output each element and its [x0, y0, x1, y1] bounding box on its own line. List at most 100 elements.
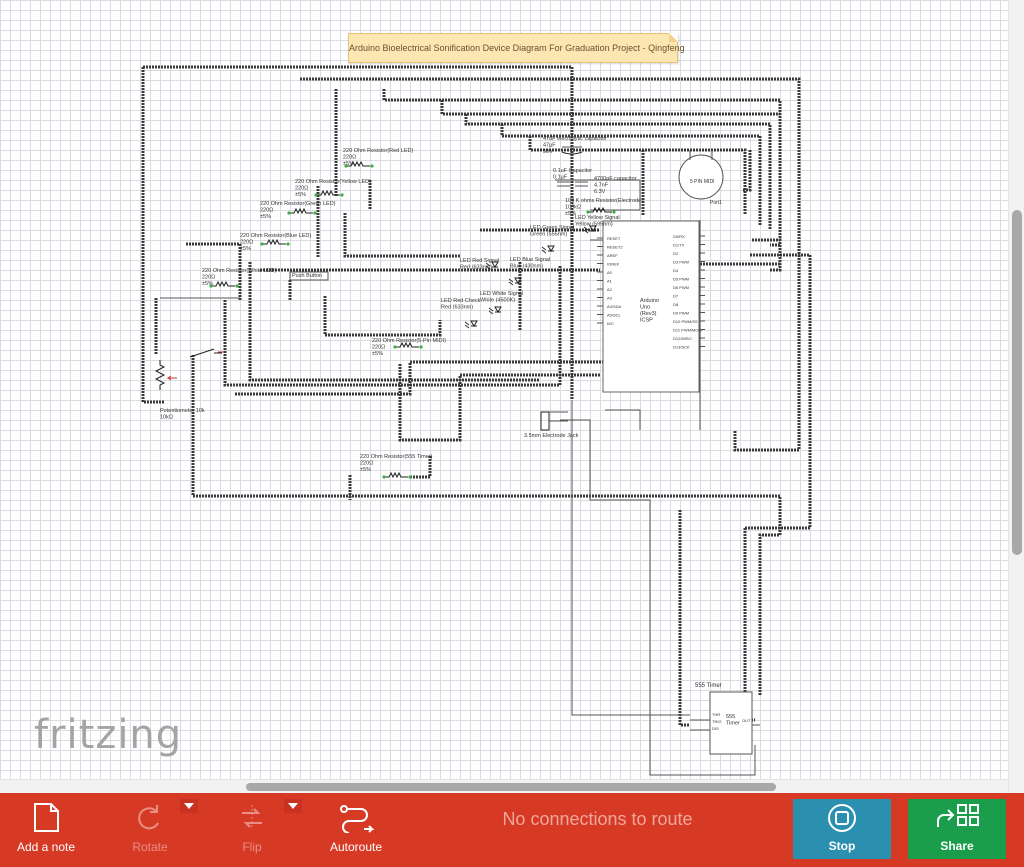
push-button-label: Push Button [292, 273, 322, 279]
led-arrows [464, 321, 470, 329]
note-icon [34, 803, 59, 832]
wire-white-res [223, 265, 562, 387]
led-arrows [541, 246, 547, 254]
arduino-left-pin: A0 [607, 270, 613, 275]
pin-dot [370, 164, 374, 168]
add-note-button[interactable]: Add a note [8, 793, 84, 867]
resistor-white-label: 220 Ohm Resistor(White LED) [202, 268, 276, 274]
note-fold [669, 33, 678, 42]
wire-green-res [343, 213, 460, 258]
pin-dot [286, 242, 290, 246]
arduino-label: Uno [640, 305, 650, 311]
wire-555-output [743, 528, 755, 722]
stop-button[interactable]: Stop [793, 799, 891, 859]
resistor-midi-label: 220 Ohm Resistor(5-Pin MIDI) [372, 338, 446, 344]
cap-01-label: 0.1µF [553, 175, 568, 181]
resistor-100k-label: 100kΩ [565, 205, 581, 211]
note-text: Arduino Bioelectrical Sonification Devic… [349, 43, 685, 53]
vertical-scrollbar[interactable] [1008, 0, 1024, 793]
resistor-green-label: 220 Ohm Resistor(Green LED) [260, 201, 336, 207]
rotate-button[interactable]: Rotate [112, 793, 188, 867]
share-label: Share [940, 839, 974, 853]
project-note[interactable]: Arduino Bioelectrical Sonification Devic… [348, 33, 685, 63]
fritzing-logo: fritzing [34, 712, 183, 758]
rotate-icon [138, 805, 159, 830]
resistor-yellow-label: 220 Ohm Resistor(Yellow LED) [295, 179, 371, 185]
cap-4700-label: 4.7nF [594, 183, 609, 189]
pin-dot [287, 211, 291, 215]
arduino-left-pin: RESET2 [607, 245, 623, 250]
timer-555-chip [709, 691, 753, 755]
arduino-right-pin: D9 PWM [673, 311, 689, 316]
resistor-blue-label: 220 Ohm Resistor(Blue LED) [240, 233, 311, 239]
resistor-yellow-label: ±5% [295, 192, 306, 198]
pot-wiper-arrow [166, 375, 177, 381]
stop-label: Stop [828, 839, 856, 853]
timer-pin-label: OUT [742, 718, 751, 723]
pin-dot [235, 284, 239, 288]
share-icon [937, 804, 979, 827]
resistor-red-label: ±5% [343, 161, 354, 167]
arduino-label: ICSP [640, 318, 653, 324]
resistor-blue-led [262, 238, 286, 246]
led-arrows [485, 262, 491, 270]
cap-elec-label: 50V [543, 149, 553, 155]
resistor-red-led [346, 160, 370, 168]
wire-pushbutton [323, 296, 442, 337]
routing-status: No connections to route [502, 809, 693, 829]
horizontal-scroll-thumb[interactable] [246, 783, 776, 791]
vertical-scroll-thumb[interactable] [1012, 210, 1022, 555]
schematic-diagram[interactable]: ArduinoUno(Rev3)ICSPRESETRESET2AREFIOREF… [0, 0, 1008, 779]
arduino-label: (Rev3) [640, 311, 657, 317]
autoroute-button[interactable]: Autoroute [316, 793, 396, 867]
timer-pin-label: DIS [712, 726, 719, 731]
led-white-label: White (4500K) [480, 298, 515, 304]
led-white-label: LED White Signal [480, 291, 523, 297]
thin-wire-arduino [605, 409, 641, 430]
arduino-uno-board [602, 220, 700, 393]
led-red [491, 261, 499, 268]
resistor-green-label: ±5% [260, 214, 271, 220]
share-button[interactable]: Share [908, 799, 1006, 859]
autoroute-label: Autoroute [329, 840, 383, 854]
wire-led-bus-5 [528, 136, 747, 215]
arduino-right-pin: D1/TX [673, 243, 685, 248]
resistor-blue-label: ±5% [240, 246, 251, 252]
arduino-label: Arduino [640, 298, 659, 304]
led-green [547, 245, 555, 252]
potentiometer-label: Potentiometer 10k [160, 408, 205, 414]
rotate-dropdown-chevron-down-icon[interactable] [180, 799, 198, 813]
timer-chip-label: Timer [726, 721, 740, 727]
resistor-100k-label: 100 K ohms Resistor(Electrode) [565, 198, 643, 204]
wire-led-bus-1 [382, 89, 782, 247]
wire-555-trig [678, 510, 690, 727]
arduino-right-pin: D12/MISO [673, 336, 692, 341]
flip-button[interactable]: Flip [214, 793, 290, 867]
arduino-left-pin: RESET [607, 236, 621, 241]
arduino-left-pin: A5/SCL [607, 313, 622, 318]
flip-dropdown-chevron-down-icon[interactable] [284, 799, 302, 813]
midi-connector-icon [678, 154, 724, 200]
arduino-right-pin: D2 [673, 251, 679, 256]
arduino-right-pin: D13/SCK [673, 345, 690, 350]
rotate-label: Rotate [132, 840, 168, 854]
resistor-555-label: 220 Ohm Resistor(555 Timer) [360, 454, 433, 460]
potentiometer-label: 10kΩ [160, 415, 173, 421]
wire-top-loop [143, 65, 574, 400]
led-green-label: Green (555nm) [530, 232, 567, 238]
arduino-right-pin: D6 PWM [673, 285, 689, 290]
audio-jack-label: 3.5mm Electrode Jack [524, 433, 579, 439]
pin-dot [612, 210, 616, 214]
bottom-toolbar: Add a note Rotate Flip Autoroute No conn… [0, 793, 1024, 867]
resistor-100k [588, 206, 612, 214]
horizontal-scrollbar[interactable] [0, 779, 1008, 793]
midi-port-label: Port1 [710, 200, 722, 206]
wire-midi-pin [743, 150, 752, 192]
pin-dot [382, 475, 386, 479]
resistor-100k-label: ±5% [565, 211, 576, 217]
resistor-555 [384, 471, 408, 479]
arduino-right-pin: D0/RX [673, 234, 685, 239]
led-yellow-label: LED Yellow Signal [575, 215, 620, 221]
resistor-midi [395, 341, 419, 349]
